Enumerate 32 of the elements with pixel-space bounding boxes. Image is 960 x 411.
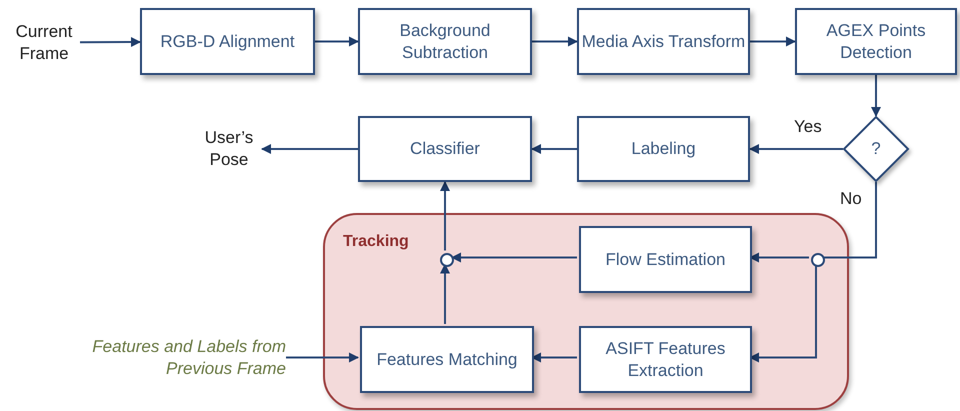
- input-text: Current Frame: [8, 20, 80, 65]
- arrow: [440, 181, 450, 250]
- arrow: [451, 252, 577, 262]
- process-box: Features Matching: [360, 326, 534, 393]
- arrow: [871, 75, 881, 117]
- arrow: [749, 264, 817, 362]
- arrow: [749, 144, 843, 154]
- process-box: RGB-D Alignment: [140, 8, 315, 75]
- junction-circle: [811, 252, 825, 266]
- arrow: [532, 36, 578, 46]
- arrow: [750, 36, 796, 46]
- arrow: [531, 352, 577, 362]
- arrow: [261, 144, 358, 154]
- process-box: Labeling: [577, 116, 750, 182]
- arrow: [315, 36, 359, 46]
- arrow: [749, 252, 809, 262]
- process-box: Background Subtraction: [358, 8, 532, 75]
- arrow: [286, 352, 359, 362]
- input-text: Features and Labels from Previous Frame: [90, 334, 286, 381]
- junction-circle: [440, 252, 454, 266]
- arrow: [440, 264, 450, 324]
- decision-diamond: ?: [843, 116, 909, 182]
- output-text: User’s Pose: [196, 126, 262, 172]
- process-box: Classifier: [358, 116, 532, 182]
- process-box: Flow Estimation: [579, 226, 752, 293]
- process-box: ASIFT Features Extraction: [579, 326, 752, 393]
- tracking-group-panel: [323, 213, 849, 410]
- arrow: [80, 37, 141, 48]
- group-title: Tracking: [343, 233, 409, 251]
- arrow: [531, 144, 577, 154]
- process-box: Media Axis Transform: [577, 8, 750, 75]
- process-box: AGEX Points Detection: [795, 8, 957, 75]
